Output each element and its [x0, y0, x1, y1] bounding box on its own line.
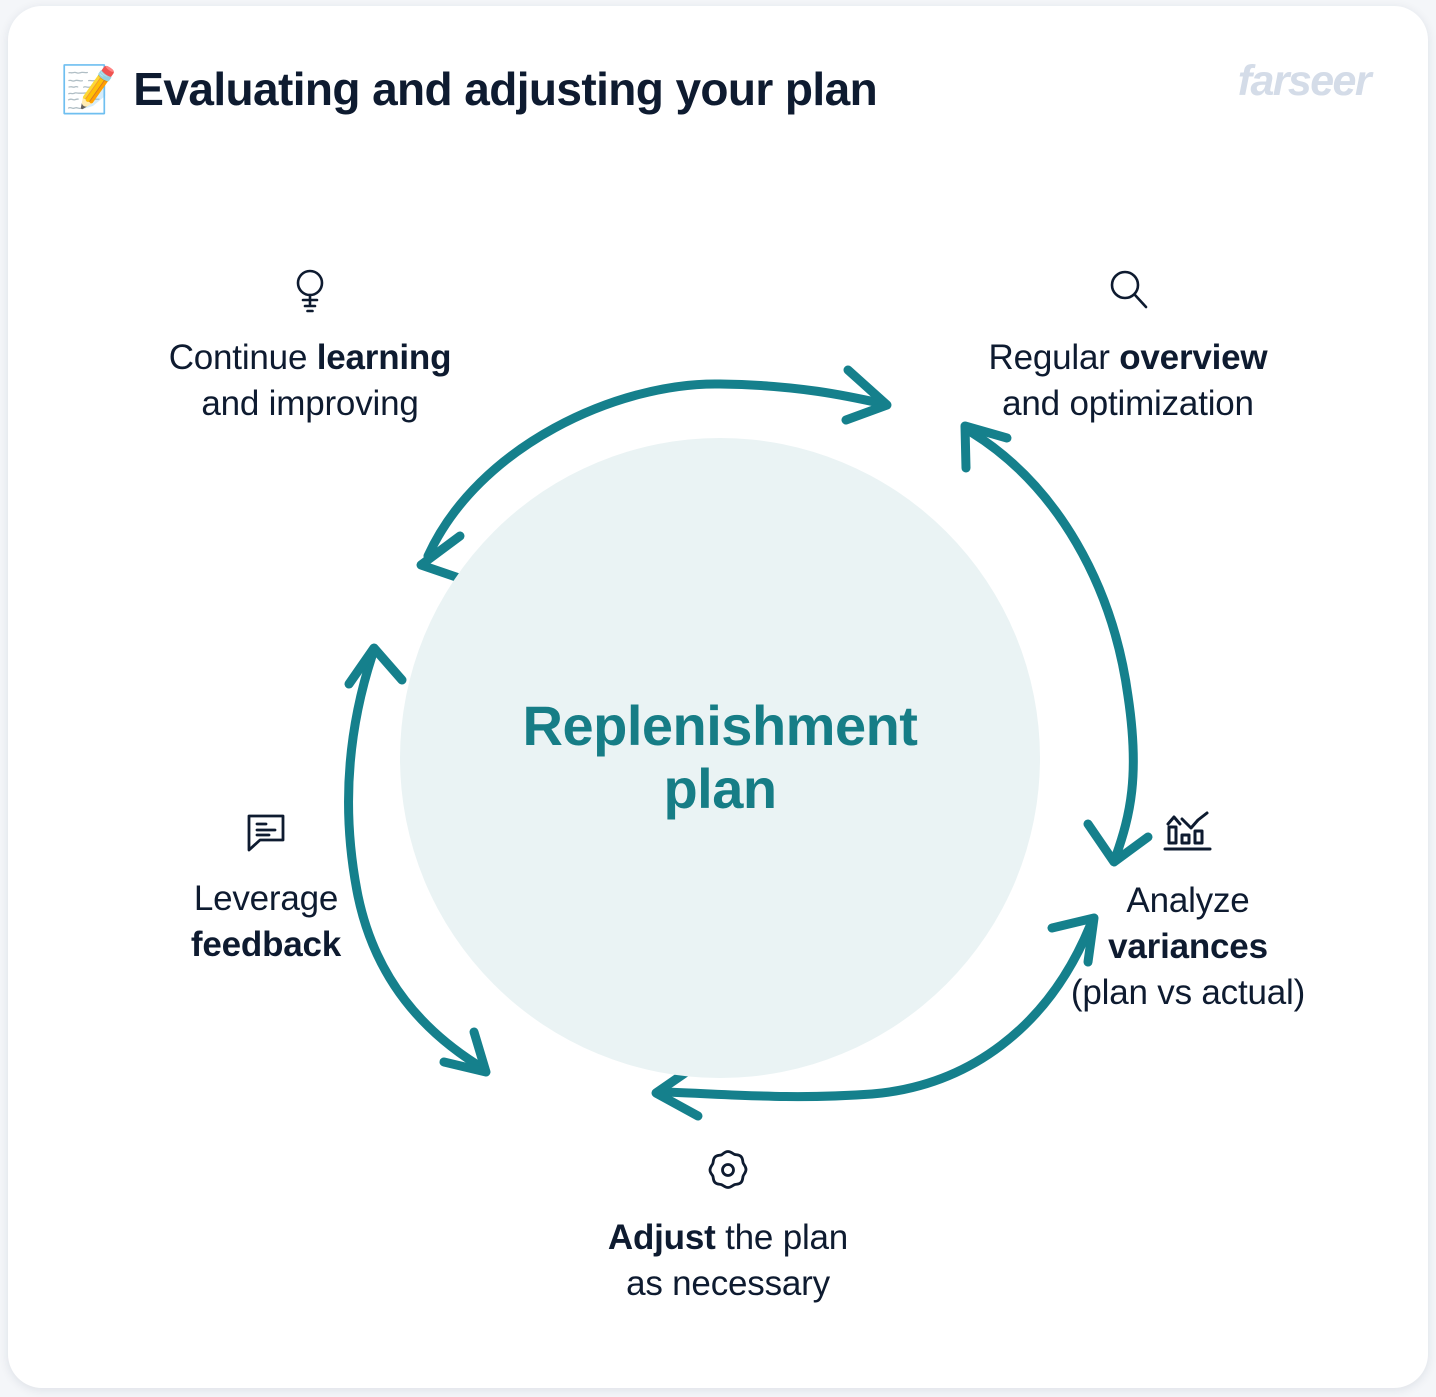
- header: 📝 Evaluating and adjusting your plan far…: [8, 6, 1428, 156]
- hub-circle: Replenishment plan: [400, 438, 1040, 1078]
- page-title-text: Evaluating and adjusting your plan: [133, 63, 878, 115]
- page-title: 📝 Evaluating and adjusting your plan: [60, 62, 878, 116]
- bar-chart-trend-icon: [1162, 811, 1214, 862]
- hub-label: Replenishment plan: [522, 694, 918, 820]
- gear-icon: [704, 1146, 752, 1199]
- slide-card: 📝 Evaluating and adjusting your plan far…: [8, 6, 1428, 1388]
- farseer-logo: farseer: [1237, 57, 1372, 105]
- arrow-arc-left: [344, 643, 491, 1077]
- arrow-arc-right: [960, 421, 1153, 867]
- lightbulb-icon: [288, 266, 332, 319]
- arrow-arc-top: [416, 365, 892, 583]
- cycle-arrows: [344, 365, 1153, 1121]
- memo-emoji: 📝: [60, 63, 118, 115]
- speech-bubble-icon: [243, 811, 289, 860]
- magnifier-icon: [1106, 266, 1150, 319]
